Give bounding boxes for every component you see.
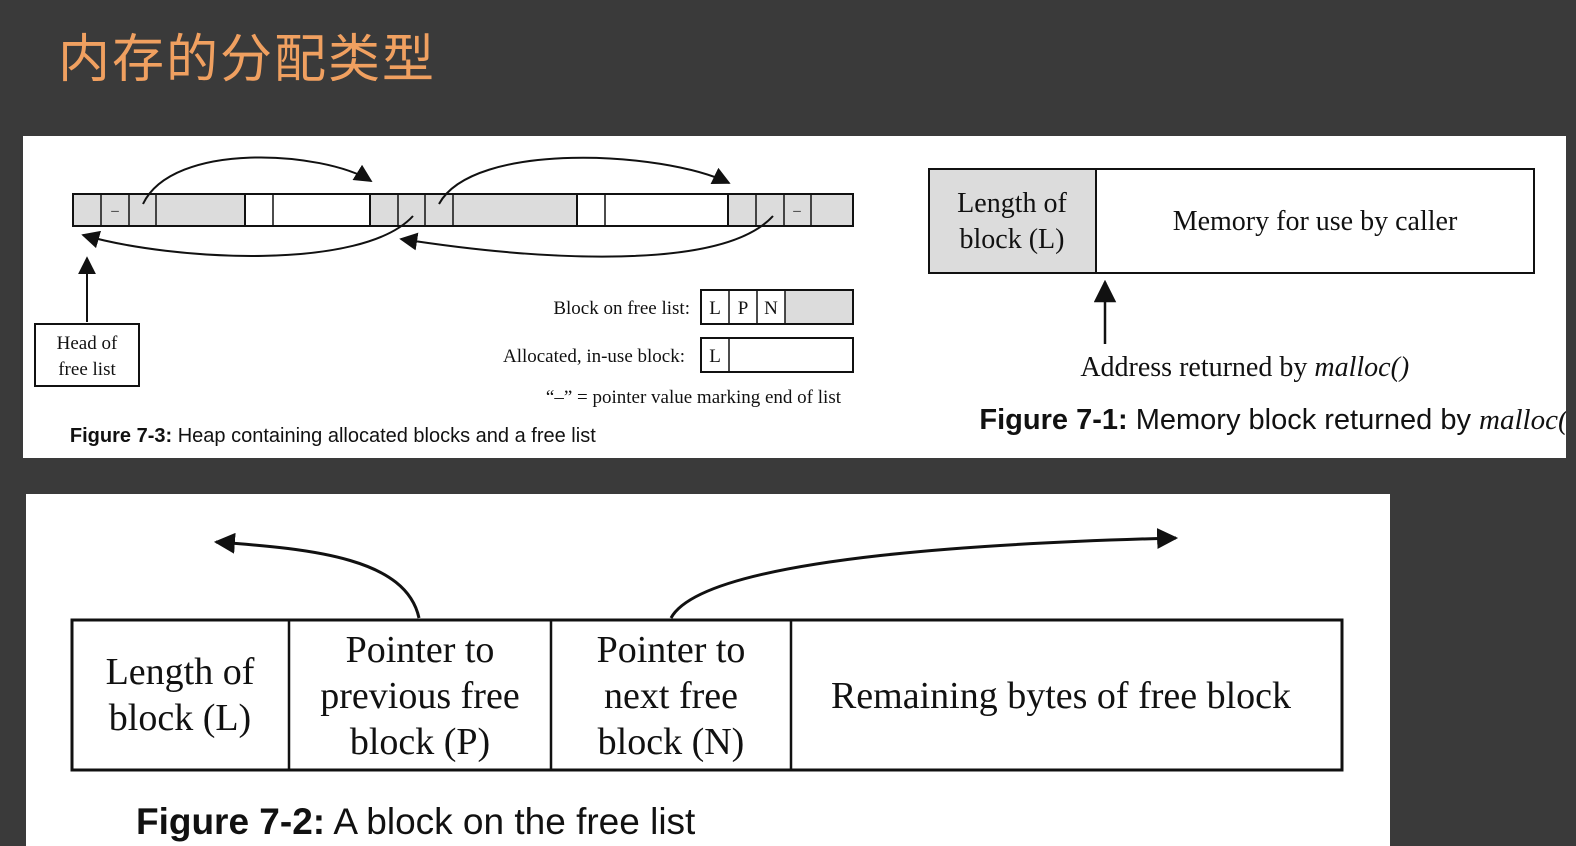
head-label-line2: free list xyxy=(58,359,116,380)
cell-prev-line2: previous free xyxy=(320,675,519,717)
legend-free-cell-n: N xyxy=(764,298,778,319)
legend-alloc-label: Allocated, in-use block: xyxy=(503,346,685,367)
malloc-block: Length of block (L) Memory for use by ca… xyxy=(928,168,1535,274)
head-of-free-list-box xyxy=(34,323,140,387)
cell-prev-pointer: Pointer to previous free block (P) xyxy=(320,629,519,763)
figure-7-2-caption: Figure 7-2: A block on the free list xyxy=(64,801,747,842)
cell-remaining-label: Remaining bytes of free block xyxy=(831,675,1291,717)
cell-next-line3: block (N) xyxy=(598,721,745,763)
address-label-text: Address returned by xyxy=(1080,352,1314,383)
cell-next-pointer: Pointer to next free block (N) xyxy=(597,629,746,763)
length-label-line1: Length of xyxy=(957,188,1067,219)
prev-pointer-arrow-1 xyxy=(81,215,414,257)
length-field xyxy=(928,168,1097,274)
next-pointer-arrow-1 xyxy=(142,156,373,205)
figure-7-3-caption-text: Heap containing allocated blocks and a f… xyxy=(172,425,596,447)
next-pointer-arrow xyxy=(669,528,1179,619)
end-marker-prev: – xyxy=(110,203,119,219)
free-block-svg: Length of block (L) Pointer to previous … xyxy=(64,528,1344,842)
heap-allocated-block-2 xyxy=(576,193,729,227)
address-label: Address returned by malloc() xyxy=(1026,351,1448,383)
figure-7-1-caption-fn: malloc() xyxy=(1479,404,1566,436)
heap-free-block-3 xyxy=(727,193,854,227)
prev-pointer-arrow-2 xyxy=(399,215,774,258)
figure-7-1-caption: Figure 7-1: Memory block returned by mal… xyxy=(923,404,1566,436)
cell-next-line1: Pointer to xyxy=(597,629,746,671)
figure-7-3-caption-label: Figure 7-3: xyxy=(70,425,172,447)
top-figure-panel: – – Head of free list Block on free list… xyxy=(23,136,1566,458)
legend-free-block: L P N xyxy=(700,289,854,325)
memory-label: Memory for use by caller xyxy=(1173,206,1458,237)
address-label-fn: malloc() xyxy=(1314,352,1409,383)
figure-7-3-caption: Figure 7-3: Heap containing allocated bl… xyxy=(31,425,624,447)
free-list-block: Length of block (L) Pointer to previous … xyxy=(70,618,1344,772)
heap-free-block-1 xyxy=(72,193,246,227)
top-diagrams-svg: – – Head of free list Block on free list… xyxy=(31,156,1566,447)
legend-free-cell-l: L xyxy=(709,298,721,319)
legend-free-cell-p: P xyxy=(738,298,749,319)
cell-remaining: Remaining bytes of free block xyxy=(831,675,1291,717)
cell-prev-line3: block (P) xyxy=(350,721,490,763)
prev-pointer-arrow xyxy=(213,532,421,619)
legend-free-label: Block on free list: xyxy=(553,298,690,319)
legend-note: “–” = pointer value marking end of list xyxy=(546,387,842,408)
length-label-line2: block (L) xyxy=(960,224,1065,255)
memory-field xyxy=(1095,168,1535,274)
cell-prev-line1: Pointer to xyxy=(346,629,495,671)
cell-next-line2: next free xyxy=(604,675,738,717)
figure-7-1-caption-text: Memory block returned by xyxy=(1128,404,1479,436)
cell-length-line1: Length of xyxy=(106,651,255,693)
figure-7-2-caption-label: Figure 7-2: xyxy=(136,801,325,842)
cell-length: Length of block (L) xyxy=(106,651,255,739)
legend-allocated-block: L xyxy=(700,337,854,373)
next-pointer-arrow-2 xyxy=(438,156,731,205)
cell-length-line2: block (L) xyxy=(109,697,251,739)
heap-strip: – – xyxy=(72,193,854,227)
heap-allocated-block-1 xyxy=(244,193,371,227)
head-label-line1: Head of xyxy=(57,333,118,354)
legend-alloc-cell-l: L xyxy=(709,346,721,367)
end-marker-next: – xyxy=(792,203,801,219)
bottom-figure-panel: Length of block (L) Pointer to previous … xyxy=(26,494,1390,846)
slide-title: 内存的分配类型 xyxy=(58,30,437,90)
figure-7-2-caption-text: A block on the free list xyxy=(325,801,696,842)
figure-7-1-caption-label: Figure 7-1: xyxy=(979,404,1127,436)
heap-free-block-2 xyxy=(369,193,578,227)
